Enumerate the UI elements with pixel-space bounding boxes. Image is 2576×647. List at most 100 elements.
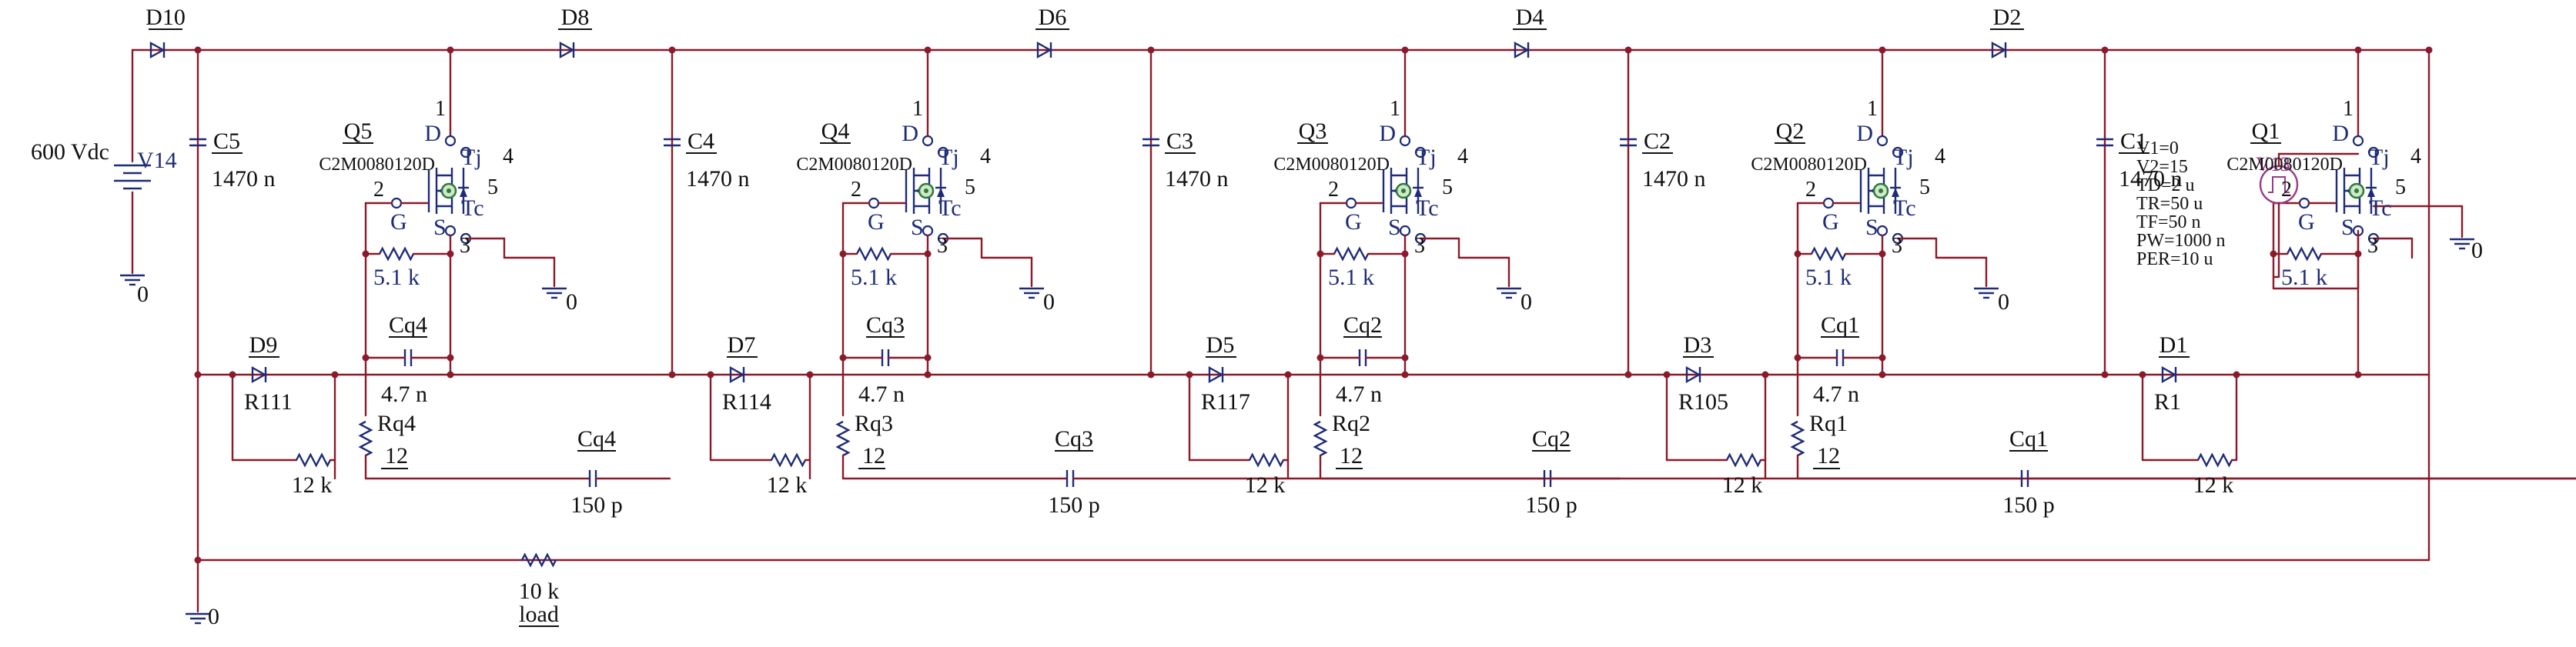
junction-dot <box>447 250 454 258</box>
junction-dot <box>1401 371 1409 379</box>
stage-resistor-0 <box>295 452 332 468</box>
pin-s-4: S <box>2341 215 2354 240</box>
cc-value-1: 150 p <box>1048 492 1100 518</box>
junction-dot <box>194 46 202 54</box>
junction-dot <box>1624 46 1632 54</box>
pin-tc-0: Tc <box>461 195 484 221</box>
cap-name-3: C2 <box>1644 128 1671 154</box>
top-diode-label-0: D10 <box>146 5 186 30</box>
pulse-param-3: TR=50 u <box>2136 194 2203 214</box>
mosfet-body-1 <box>905 168 946 214</box>
source-ground-label: 0 <box>137 282 149 307</box>
rq-label-1: Rq3 <box>855 411 893 436</box>
stage-diode-3 <box>1685 365 1701 384</box>
junction-dot <box>1878 354 1886 362</box>
junction-dot <box>924 371 932 379</box>
gate-resistor-2 <box>1333 246 1370 262</box>
pin-1-1: 1 <box>912 97 923 121</box>
mosfet-body-4 <box>2335 168 2377 214</box>
snubber-cap-label-1: Cq3 <box>866 312 905 338</box>
pin-5-1: 5 <box>965 175 975 199</box>
pulse-param-1: V2=15 <box>2136 157 2188 177</box>
junction-dot <box>2354 46 2362 54</box>
cap-name-1: C4 <box>687 128 714 154</box>
tc-ground-label-1: 0 <box>1043 289 1055 315</box>
snubber-cap-label-0: Cq4 <box>389 312 427 338</box>
tj-pin-1 <box>937 146 949 158</box>
pin-2-3: 2 <box>1805 178 1816 202</box>
gate-pin-4 <box>2298 197 2310 209</box>
junction-dot <box>924 46 932 54</box>
pin-2-4: 2 <box>2281 178 2292 202</box>
load-name-label: load <box>519 602 559 627</box>
mosfet-body-0-sensor-core <box>447 188 451 193</box>
mosfet-body-4-sensor-core <box>2354 188 2359 193</box>
stage-diode-label-1: D7 <box>728 332 756 358</box>
tj-pin-3 <box>1892 146 1904 158</box>
stage-diode-label-2: D5 <box>1206 332 1235 358</box>
cap-value-2: 1470 n <box>1165 166 1229 192</box>
stage-diode-4 <box>2161 365 2177 384</box>
junction-dot <box>1284 371 1292 379</box>
mos-name-2: Q3 <box>1299 118 1327 144</box>
mos-part-2: C2M0080120D <box>1273 155 1390 175</box>
pin-4-4: 4 <box>2410 145 2421 168</box>
junction-dot <box>924 250 932 258</box>
stage-res-label-2: R117 <box>1201 389 1250 415</box>
junction-dot <box>1761 371 1769 379</box>
pin-tj-3: Tj <box>1893 145 1914 170</box>
rq-value-2: 12 <box>1340 443 1363 469</box>
rq-label-0: Rq4 <box>377 411 416 436</box>
junction-dot <box>839 250 847 258</box>
junction-dot <box>1147 371 1155 379</box>
schematic-wiring <box>114 41 2576 625</box>
stage-diode-1 <box>729 365 745 384</box>
pin-2-0: 2 <box>373 178 384 202</box>
pin-3-2: 3 <box>1414 234 1425 258</box>
pulse-param-4: TF=50 n <box>2136 212 2201 232</box>
pin-tc-3: Tc <box>1893 195 1916 221</box>
diode-d10 <box>149 41 166 59</box>
tj-pin-4 <box>2367 146 2380 158</box>
junction-dot <box>331 371 339 379</box>
junction-dot <box>806 371 814 379</box>
source-pin-3 <box>1876 225 1889 237</box>
pin-tc-1: Tc <box>938 195 962 221</box>
tc-ground-label-0: 0 <box>566 289 577 315</box>
junction-dot <box>447 354 454 362</box>
load-ground-label: 0 <box>208 604 219 629</box>
pin-g-2: G <box>1345 209 1362 235</box>
cc-value-0: 150 p <box>570 492 623 518</box>
mosfet-body-3-sensor-core <box>1878 188 1883 193</box>
cc-value-2: 150 p <box>1525 492 1577 518</box>
junction-dot <box>447 371 454 379</box>
top-diode-label-1: D8 <box>561 5 590 30</box>
cap-value-1: 1470 n <box>686 166 750 192</box>
gate-r-value-0: 5.1 k <box>373 265 420 290</box>
pin-d-0: D <box>424 121 441 146</box>
mosfet-body-0 <box>427 168 469 214</box>
cap-name-0: C5 <box>213 128 240 154</box>
load-value-label: 10 k <box>519 579 560 604</box>
junction-dot <box>707 371 714 379</box>
tc-ground-label-2: 0 <box>1521 289 1532 315</box>
pin-tj-4: Tj <box>2369 145 2390 170</box>
drain-pin-4 <box>2352 135 2364 147</box>
junction-dot <box>1794 250 1802 258</box>
pin-g-1: G <box>868 209 885 235</box>
cc-value-3: 150 p <box>2002 492 2055 518</box>
junction-dot <box>1316 250 1324 258</box>
stage-res-label-0: R111 <box>244 389 293 415</box>
pin-4-1: 4 <box>980 145 991 168</box>
drain-pin-3 <box>1876 135 1889 147</box>
mosfet-body-2-sensor-core <box>1401 188 1406 193</box>
stage-resistor-1 <box>770 452 807 468</box>
junction-dot <box>668 46 676 54</box>
junction-dot <box>668 371 676 379</box>
top-diode-1 <box>559 41 575 59</box>
junction-dot <box>194 556 202 564</box>
junction-dot <box>2233 371 2240 379</box>
stage-diode-label-4: D1 <box>2159 332 2188 358</box>
rq-label-3: Rq1 <box>1809 411 1848 436</box>
